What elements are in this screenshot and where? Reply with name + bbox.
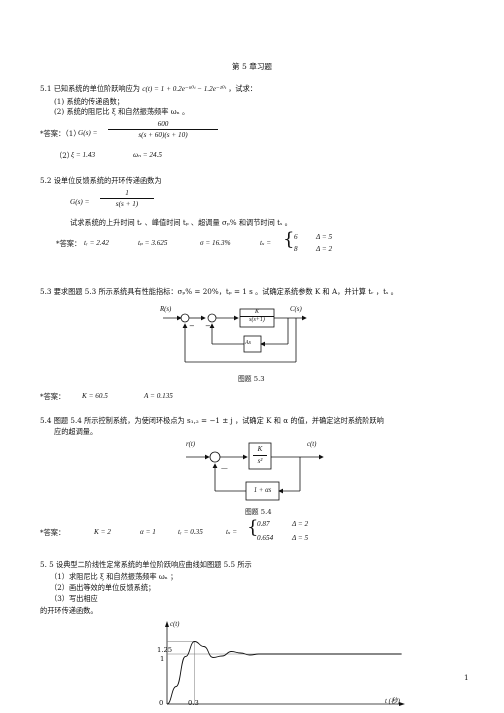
- q4-block-den: s²: [257, 457, 263, 465]
- q1-answer-damping: ξ = 1.43: [71, 151, 96, 159]
- q5-item4: 的开环传递函数。: [40, 606, 98, 615]
- q3-output-label: C(s): [290, 306, 302, 313]
- q2-brace: {: [283, 229, 295, 250]
- q2-ts-row2-value: 8: [294, 245, 298, 253]
- q4-answer-tr: tᵣ = 0.35: [178, 528, 203, 536]
- q4-answer-K: K = 2: [94, 528, 111, 536]
- q5-x-tick-0.3: 0.3: [188, 699, 199, 707]
- q4-ts-row1-condition: Δ = 2: [292, 520, 309, 528]
- q4-brace: {: [247, 517, 259, 538]
- q2-answer-ts: tₛ =: [260, 239, 272, 247]
- q4-caption: 图题 5.4: [245, 508, 272, 516]
- q4-ts-row1-value: 0.87: [257, 520, 270, 528]
- q1-prompt: 5.1 已知系统的单位阶跃响应为 c(t) = 1 + 0.2e⁻⁶⁰ᵗ − 1…: [40, 84, 257, 94]
- q4-head: 5.4 图题 5.4 所示控制系统，为使闭环极点为 s₁,₂ = −1 ± j …: [40, 416, 384, 425]
- q4-ts-row2-value: 0.654: [257, 534, 274, 542]
- q2-ts-row1-value: 6: [294, 233, 298, 241]
- page-number: 1: [464, 673, 469, 682]
- q4-block-num: K: [253, 444, 267, 456]
- q3-caption: 图题 5.3: [238, 375, 265, 383]
- q1-answer-lhs: G(s) =: [78, 129, 98, 137]
- q3-block-num: K: [240, 309, 274, 317]
- q1-item2: (2) 系统的阻尼比 ξ 和自然振荡频率 ωₙ 。: [54, 107, 190, 116]
- q1-tail: ，试求：: [228, 84, 257, 93]
- q1-answer-omega: ωₙ = 24.5: [133, 151, 163, 159]
- q2-ts-row1-condition: Δ = 5: [316, 233, 333, 241]
- q5-origin-label: 0: [159, 699, 164, 707]
- q5-item1: （1）求阻尼比 ξ 和自然振荡频率 ωₙ ；: [50, 572, 178, 581]
- q4-head-2: 应的超调量。: [54, 427, 98, 436]
- q2-numerator: 1: [100, 189, 154, 199]
- q1-answer2-label: （2）: [55, 151, 74, 160]
- page-title: 第 5 章习题: [231, 62, 273, 71]
- q4-minus-sign: —: [221, 464, 228, 472]
- q3-answer-label: *答案：: [40, 392, 66, 401]
- q1-item1: (1) 系统的传递函数；: [54, 97, 124, 106]
- q2-answer-tp: tₚ = 3.625: [138, 239, 168, 247]
- q1-formula: c(t) = 1 + 0.2e⁻⁶⁰ᵗ − 1.2e⁻¹⁰ᵗ: [142, 85, 226, 93]
- q2-answer-label: *答案：: [56, 239, 82, 248]
- step-response-curve: [166, 641, 402, 705]
- q5-head: 5. 5 设典型二阶线性定常系统的单位阶跃响应曲线如图题 5.5 所示: [40, 560, 252, 569]
- q2-ask: 试求系统的上升时间 tᵣ 、峰值时间 tₚ 、超调量 σₚ% 和调节时间 tₛ …: [70, 218, 292, 227]
- q3-answer-K: K = 60.5: [82, 392, 108, 400]
- q2-answer-tr: tᵣ = 2.42: [84, 239, 109, 247]
- q5-y-tick-1.25: 1.25: [157, 646, 173, 654]
- q3-answer-A: A = 0.135: [144, 392, 173, 400]
- q5-item3: （3）写出相应: [50, 594, 98, 603]
- q5-y-tick-1: 1: [160, 655, 165, 663]
- q1-answer-label: *答案：（1）: [40, 129, 81, 138]
- q2-fraction: 1 s(s + 1): [100, 189, 154, 208]
- q5-step-response-chart: [165, 621, 405, 706]
- q5-x-axis-label: t (秒): [385, 698, 400, 705]
- q4-input-label: r(t): [186, 441, 196, 448]
- q2-ts-row2-condition: Δ = 2: [316, 245, 333, 253]
- q5-item2: （2）画出等效的单位反馈系统；: [50, 583, 156, 592]
- q4-ts-row2-condition: Δ = 5: [292, 534, 309, 542]
- q2-denominator: s(s + 1): [115, 200, 139, 208]
- q3-minus-sign-2: −: [205, 322, 211, 330]
- q2-answer-sigma: σ = 16.3%: [200, 239, 231, 247]
- q3-block-den: s(s+1): [249, 317, 265, 323]
- q2-head: 5.2 设单位反馈系统的开环传递函数为: [40, 176, 162, 185]
- q4-answer-ts: tₛ =: [226, 528, 238, 536]
- q1-answer-fraction: 600 s(s + 60)(s + 10): [108, 120, 218, 139]
- q1-answer-numerator: 600: [108, 120, 218, 130]
- q4-feedback-block: 1 + αs: [253, 487, 272, 494]
- q3-head: 5.3 要求图题 5.3 所示系统具有性能指标：σₚ% = 20%，tₚ = 1…: [40, 287, 398, 296]
- q1-answer-denominator: s(s + 60)(s + 10): [138, 131, 188, 139]
- q3-input-label: R(s): [160, 306, 172, 313]
- q4-answer-label: *答案：: [40, 528, 66, 537]
- q4-output-label: c(t): [307, 441, 317, 448]
- q4-answer-alpha: α = 1: [140, 528, 156, 536]
- q1-head: 5.1 已知系统的单位阶跃响应为: [40, 84, 140, 93]
- q4-forward-block: K s²: [249, 444, 271, 467]
- q3-forward-block: K s(s+1): [240, 309, 274, 324]
- q5-y-axis-label: c(t): [170, 621, 180, 628]
- q2-lhs: G(s) =: [70, 198, 90, 206]
- q3-minus-sign-1: −: [189, 322, 195, 330]
- q3-feedback-block: As: [245, 340, 251, 346]
